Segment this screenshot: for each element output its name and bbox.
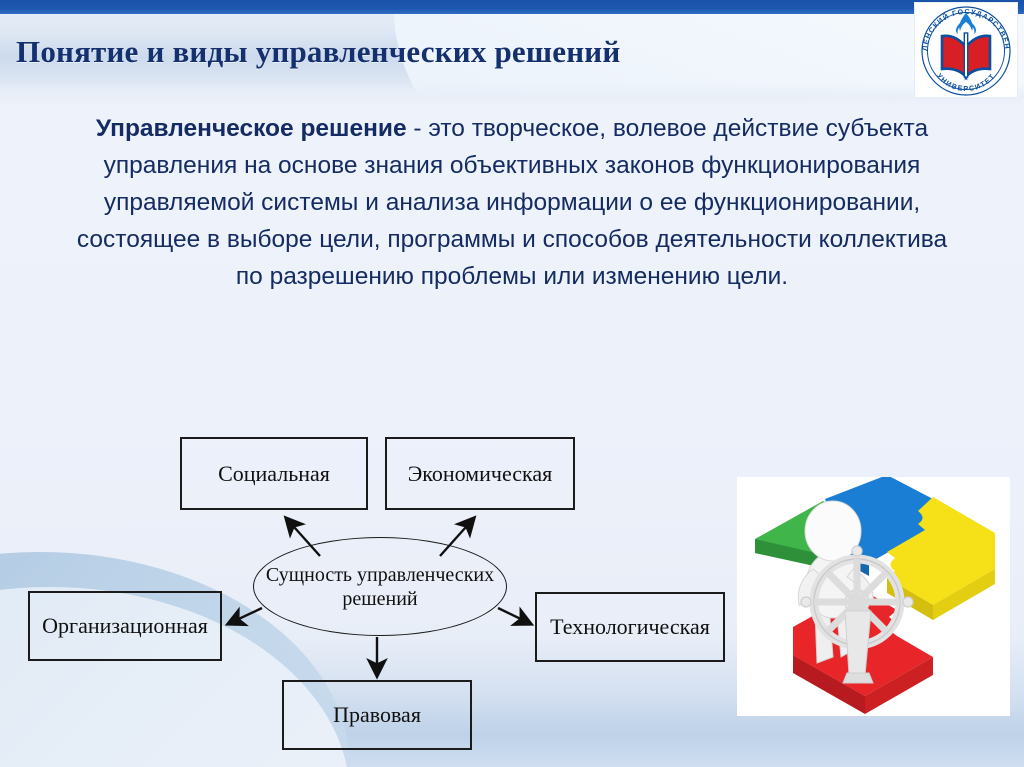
diagram-node-label: Технологическая [550,614,710,639]
diagram-node-economic: Экономическая [385,437,575,510]
diagram-node-label: Организационная [42,613,208,638]
university-logo: СМОЛЕНСКИЙ ГОСУДАРСТВЕННЫЙ УНИВЕРСИТЕТ [914,2,1018,98]
header-bottom-fade [0,82,1024,104]
diagram-node-label: Социальная [218,460,330,486]
diagram-center-label: Сущность управленческих решений [265,563,495,610]
header-top-bar [0,0,1024,14]
diagram-node-legal: Правовая [282,680,472,750]
diagram-node-label: Правовая [333,702,421,727]
diagram-node-social: Социальная [180,437,368,510]
university-emblem-icon: СМОЛЕНСКИЙ ГОСУДАРСТВЕННЫЙ УНИВЕРСИТЕТ [915,3,1011,96]
diagram-center-node: Сущность управленческих решений [253,537,507,636]
page-title: Понятие и виды управленческих решений [16,34,621,69]
illustration-panel [737,477,1010,716]
definition-paragraph: Управленческое решение - это творческое,… [62,110,962,295]
diagram-node-organizational: Организационная [28,591,222,661]
diagram-node-label: Экономическая [407,460,553,486]
diagram-node-technological: Технологическая [535,592,725,662]
definition-body: - это творческое, волевое действие субъе… [76,115,948,290]
definition-term: Управленческое решение [95,115,407,142]
figure-at-ships-wheel-on-puzzle-pieces-image [737,477,1010,716]
slide-header: Понятие и виды управленческих решений [0,0,1024,104]
